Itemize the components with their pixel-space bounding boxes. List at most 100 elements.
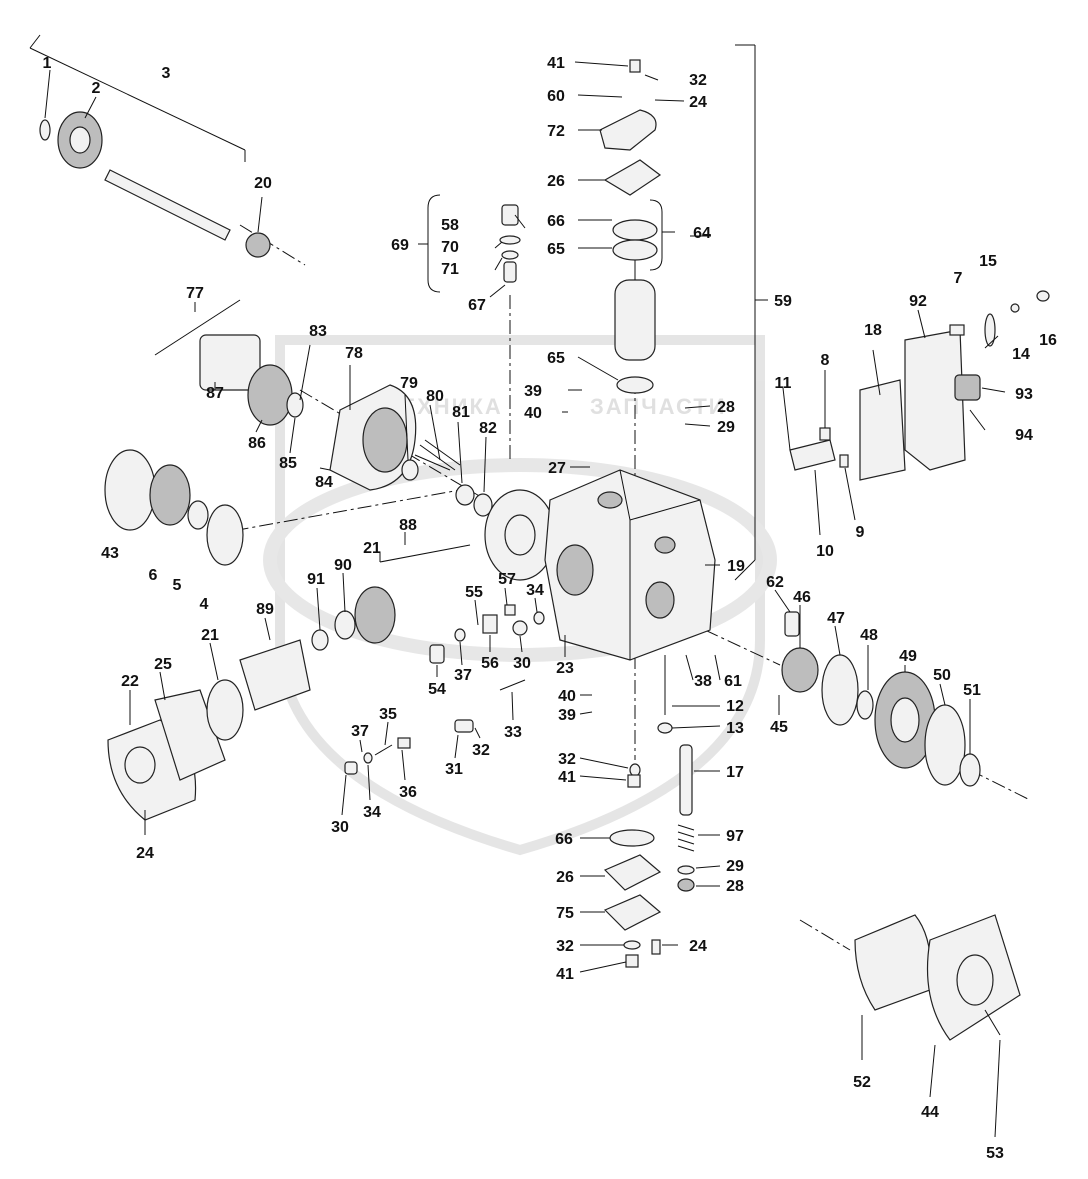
- callout-77: 77: [186, 285, 204, 302]
- callout-57: 57: [498, 571, 516, 588]
- callout-18: 18: [864, 322, 882, 339]
- callout-26-bottom: 26: [556, 869, 574, 886]
- callout-37-lower: 37: [351, 723, 369, 740]
- callout-47: 47: [827, 610, 845, 627]
- end-cover-right: [854, 914, 1021, 1041]
- callout-1: 1: [43, 55, 52, 72]
- callout-14: 14: [1012, 346, 1030, 363]
- callout-64: 64: [693, 225, 711, 242]
- callout-50: 50: [933, 667, 951, 684]
- callout-32-mid: 32: [558, 751, 576, 768]
- callout-84: 84: [315, 474, 333, 491]
- callout-15: 15: [979, 253, 997, 270]
- callout-70: 70: [441, 239, 459, 256]
- callout-39-bottom: 39: [558, 707, 576, 724]
- callout-24-left: 24: [136, 845, 154, 862]
- callout-34-lower: 34: [363, 804, 381, 821]
- callout-16: 16: [1039, 332, 1057, 349]
- callout-66-top: 66: [547, 213, 565, 230]
- callout-3: 3: [162, 65, 171, 82]
- callout-35: 35: [379, 706, 397, 723]
- callout-41-top: 41: [547, 55, 565, 72]
- callout-43: 43: [101, 545, 119, 562]
- callout-62: 62: [766, 574, 784, 591]
- top-cover: [599, 59, 662, 261]
- callout-58: 58: [441, 217, 459, 234]
- callout-97: 97: [726, 828, 744, 845]
- charge-relief-left: [104, 449, 244, 566]
- callout-5: 5: [173, 577, 182, 594]
- group-lines: [29, 34, 768, 581]
- callout-83: 83: [309, 323, 327, 340]
- callout-80: 80: [426, 388, 444, 405]
- callout-29-bottom: 29: [726, 858, 744, 875]
- callout-86: 86: [248, 435, 266, 452]
- servo-piston: [614, 250, 656, 394]
- callout-72: 72: [547, 123, 565, 140]
- callout-10: 10: [816, 543, 834, 560]
- callout-4: 4: [200, 596, 209, 613]
- callout-28-top: 28: [717, 399, 735, 416]
- relief-valve-set: [499, 204, 521, 283]
- callout-46: 46: [793, 589, 811, 606]
- callout-65-top: 65: [547, 241, 565, 258]
- callout-67: 67: [468, 297, 486, 314]
- callout-54: 54: [428, 681, 446, 698]
- callout-93: 93: [1015, 386, 1033, 403]
- callout-17: 17: [726, 764, 744, 781]
- valve-plate: [484, 489, 556, 581]
- spool-assembly: [657, 655, 695, 892]
- callout-44: 44: [921, 1104, 939, 1121]
- callout-37-upper: 37: [454, 667, 472, 684]
- callout-87: 87: [206, 385, 224, 402]
- callout-30-upper: 30: [513, 655, 531, 672]
- callout-79: 79: [400, 375, 418, 392]
- callout-9: 9: [856, 524, 865, 541]
- callout-65-mid: 65: [547, 350, 565, 367]
- main-housing: [544, 469, 716, 661]
- charge-pump-right: [781, 611, 981, 787]
- callout-45: 45: [770, 719, 788, 736]
- callout-32-left: 32: [472, 742, 490, 759]
- callout-39-top: 39: [524, 383, 542, 400]
- callout-20: 20: [254, 175, 272, 192]
- callout-27: 27: [548, 460, 566, 477]
- end-cover-left: [107, 586, 396, 821]
- callout-28-bottom: 28: [726, 878, 744, 895]
- small-valve-parts: [344, 604, 545, 775]
- callout-29-top: 29: [717, 419, 735, 436]
- callout-56: 56: [481, 655, 499, 672]
- callout-23: 23: [556, 660, 574, 677]
- callout-78: 78: [345, 345, 363, 362]
- callout-13: 13: [726, 720, 744, 737]
- callout-32-top: 32: [689, 72, 707, 89]
- callout-49: 49: [899, 648, 917, 665]
- callout-19: 19: [727, 558, 745, 575]
- pilot-parts: [789, 427, 849, 471]
- watermark-logo: ТЕХНИКА ЗАПЧАСТИ: [263, 335, 777, 856]
- callout-41-mid: 41: [558, 769, 576, 786]
- callout-38: 38: [694, 673, 712, 690]
- callout-48: 48: [860, 627, 878, 644]
- callout-24-top: 24: [689, 94, 707, 111]
- callout-91: 91: [307, 571, 325, 588]
- callout-32-bottom: 32: [556, 938, 574, 955]
- callout-69: 69: [391, 237, 409, 254]
- callout-33: 33: [504, 724, 522, 741]
- callout-36: 36: [399, 784, 417, 801]
- callout-8: 8: [821, 352, 830, 369]
- callout-7: 7: [954, 270, 963, 287]
- callout-21-lower: 21: [201, 627, 219, 644]
- callout-60: 60: [547, 88, 565, 105]
- callout-12: 12: [726, 698, 744, 715]
- callout-25: 25: [154, 656, 172, 673]
- callout-40-bottom: 40: [558, 688, 576, 705]
- callout-26-top: 26: [547, 173, 565, 190]
- callout-21-upper: 21: [363, 540, 381, 557]
- callout-89: 89: [256, 601, 274, 618]
- callout-51: 51: [963, 682, 981, 699]
- control-valve-right: [859, 290, 1050, 481]
- callout-90: 90: [334, 557, 352, 574]
- callout-66-bottom: 66: [555, 831, 573, 848]
